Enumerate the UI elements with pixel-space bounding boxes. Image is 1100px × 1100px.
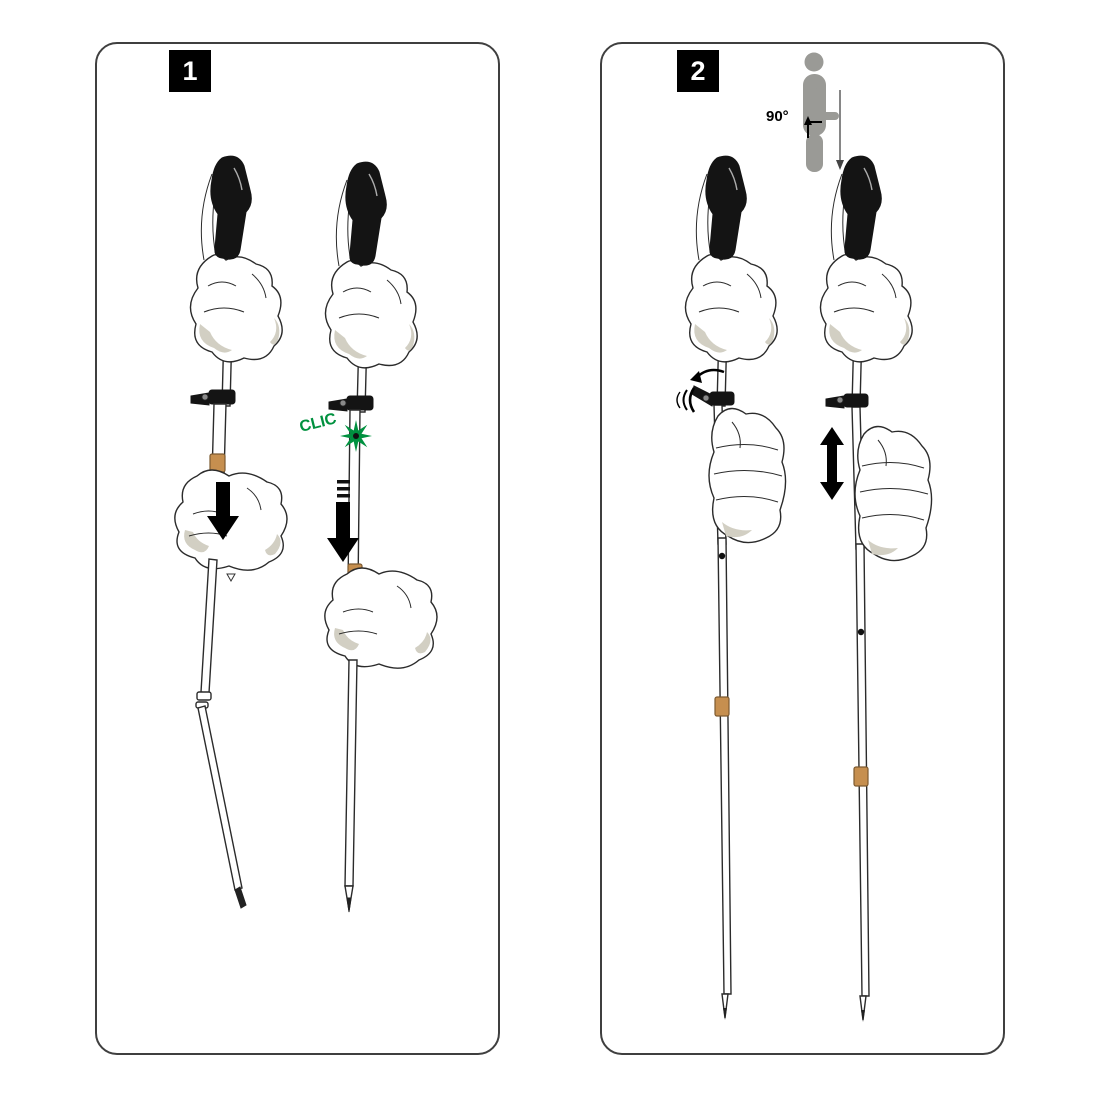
down-arrow-icon xyxy=(207,482,239,540)
pole-tip xyxy=(234,886,247,909)
detent-marks xyxy=(337,480,350,498)
pole-tip-body xyxy=(721,993,729,1019)
trekking-pole-right: CLIC xyxy=(298,161,438,913)
rotate-arrowhead xyxy=(690,371,702,383)
pole-lower-shaft xyxy=(717,537,732,995)
tan-adjustment-band xyxy=(714,696,730,717)
pole-lower-sections xyxy=(344,659,358,913)
pole-tip xyxy=(861,1010,865,1022)
lock-clamp xyxy=(825,393,869,409)
lock-clamp xyxy=(190,389,236,406)
step-1-panel: CLIC xyxy=(95,42,500,1055)
trekking-pole-left xyxy=(676,155,787,1020)
step-badge: 1 xyxy=(169,50,211,92)
pole-handle-strap xyxy=(819,155,913,407)
hand-gripping xyxy=(708,407,787,544)
motion-lines xyxy=(676,387,696,413)
locking-pin xyxy=(718,552,726,560)
step-badge: 2 xyxy=(677,50,719,92)
pole-handle-strap xyxy=(684,155,778,407)
down-arrow-icon xyxy=(327,502,359,562)
plumb-arrowhead xyxy=(836,160,844,170)
step-2-panel: 90° xyxy=(600,42,1005,1055)
trekking-pole-right xyxy=(819,155,933,1022)
posture-90-icon: 90° xyxy=(766,52,844,172)
angle-label: 90° xyxy=(766,108,789,125)
up-down-arrow-icon xyxy=(820,427,844,500)
pole-illustration-step-1: CLIC xyxy=(174,155,438,913)
pole-handle-strap xyxy=(324,161,418,413)
trekking-pole-left xyxy=(174,155,288,909)
pole-tip xyxy=(346,897,352,913)
bent-arm xyxy=(814,88,839,120)
tan-adjustment-band xyxy=(853,766,869,787)
alignment-mark xyxy=(226,573,236,583)
lock-pin xyxy=(353,433,359,439)
locking-pin xyxy=(857,628,865,636)
pole-lower-sections xyxy=(195,558,247,909)
clic-label: CLIC xyxy=(298,410,339,436)
lock-clamp-open xyxy=(691,385,735,407)
pole-illustration-step-2: 90° xyxy=(676,52,933,1022)
hand-pulling xyxy=(324,567,438,669)
lock-clamp xyxy=(328,395,374,412)
hand-gripping xyxy=(854,425,933,562)
pole-tip-body xyxy=(859,995,867,1021)
angle-arrowhead xyxy=(804,116,812,125)
pole-handle-strap xyxy=(189,155,283,407)
pole-tip xyxy=(723,1008,727,1020)
